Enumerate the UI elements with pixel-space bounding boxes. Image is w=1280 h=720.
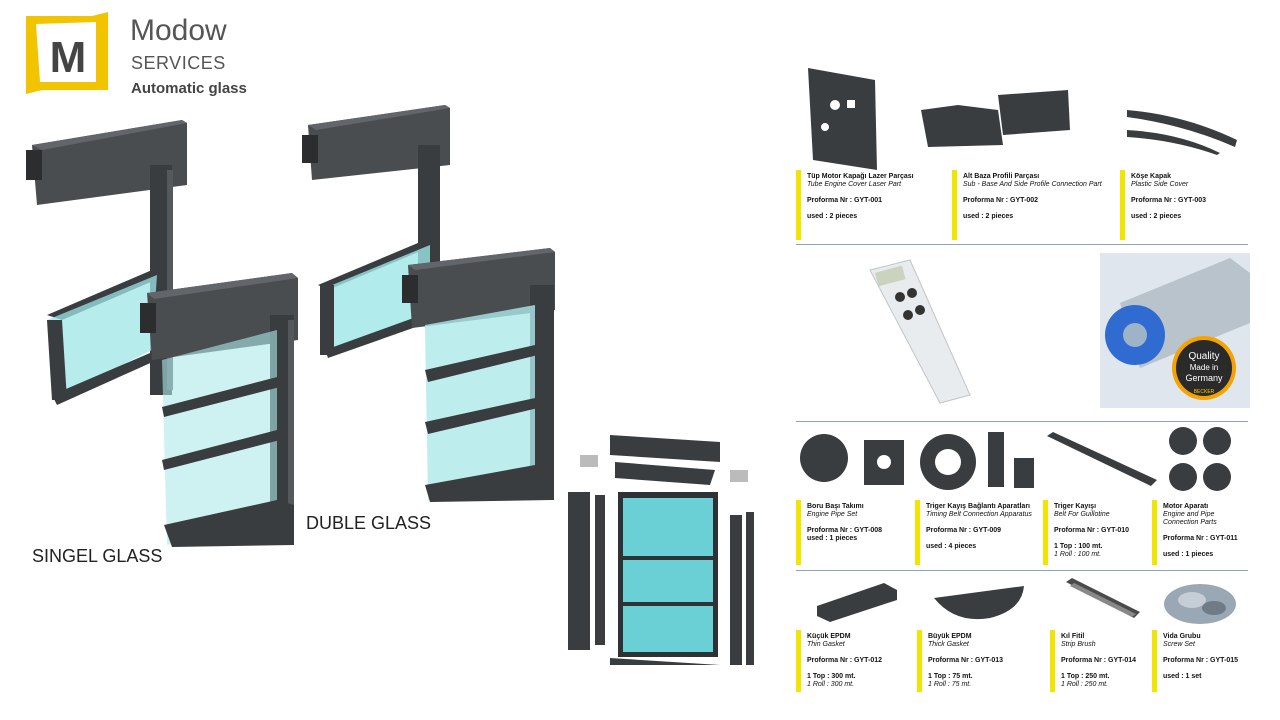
motor-cover-part-image — [808, 68, 877, 170]
brand-tagline: Automatic glass — [131, 80, 247, 97]
separator — [796, 570, 1248, 571]
timing-belt-image — [1047, 432, 1157, 486]
sub-base-part-image — [921, 90, 1070, 147]
badge-line2: Made in — [1190, 363, 1218, 372]
thin-gasket-image — [817, 583, 897, 622]
badge-brand: BECKER — [1194, 389, 1215, 395]
strip-brush-image — [1066, 578, 1140, 618]
single-glass-label: SINGEL GLASS — [32, 546, 163, 566]
single-glass-illustration — [26, 120, 298, 547]
logo-letter: M — [50, 33, 87, 82]
double-glass-label: DUBLE GLASS — [306, 513, 432, 533]
thick-gasket-image — [934, 586, 1024, 620]
tube-motor-image: Quality Made in Germany BECKER — [1100, 253, 1250, 408]
double-glass-illustration — [302, 105, 555, 502]
brand-name: Modow — [130, 14, 227, 47]
engine-connection-parts-image — [1169, 427, 1231, 491]
modow-logo: M — [26, 12, 108, 94]
corner-cap-image — [1127, 110, 1237, 155]
screw-set-image — [1164, 584, 1236, 624]
brand-services: SERVICES — [131, 53, 226, 73]
badge-line1: Quality — [1188, 351, 1219, 362]
exploded-view-illustration — [568, 435, 754, 665]
separator — [796, 244, 1248, 245]
separator — [796, 421, 1248, 422]
remote-control-image — [869, 259, 971, 404]
badge-line3: Germany — [1185, 373, 1223, 383]
engine-pipe-set-image — [800, 434, 904, 485]
timing-belt-apparatus-image — [920, 432, 1034, 490]
